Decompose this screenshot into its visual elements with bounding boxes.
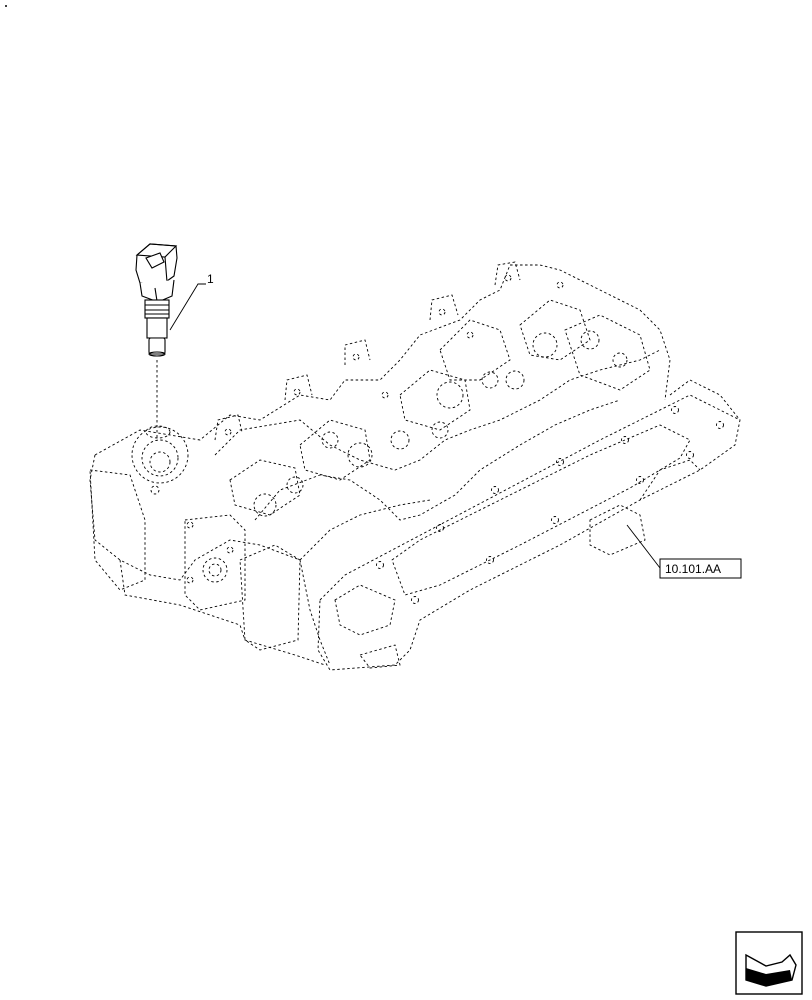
bore-4 bbox=[436, 381, 464, 409]
bore-9 bbox=[253, 493, 277, 517]
nav-icon-arrow-fill bbox=[746, 968, 792, 986]
side-port-inner bbox=[208, 563, 222, 577]
sensor-probe bbox=[146, 317, 168, 339]
sensor-connector-socket bbox=[145, 252, 165, 269]
lug-hole-10 bbox=[186, 521, 194, 529]
sensor-port-mid bbox=[141, 439, 179, 477]
cylinder-head-drawing bbox=[89, 261, 741, 671]
lug-hole-4 bbox=[293, 388, 301, 396]
bore-7 bbox=[390, 430, 410, 450]
lug-hole-3 bbox=[352, 353, 360, 361]
sensor-port-outer bbox=[131, 426, 189, 484]
callout-leader-1 bbox=[169, 283, 206, 331]
bore-11 bbox=[431, 421, 449, 439]
cam-tower-5 bbox=[299, 419, 371, 481]
head-side-pad bbox=[239, 544, 301, 651]
callout-label-1: 1 bbox=[207, 272, 214, 286]
head-front-face bbox=[89, 454, 331, 666]
head-lug-3 bbox=[344, 339, 371, 365]
head-base-flange bbox=[317, 394, 741, 671]
head-front-pad bbox=[89, 469, 146, 591]
head-top-edge bbox=[94, 264, 671, 456]
bore-1 bbox=[532, 332, 558, 358]
flange-cutout-2 bbox=[359, 644, 401, 669]
cam-tower-4 bbox=[399, 369, 471, 431]
lug-hole-7 bbox=[556, 281, 564, 289]
head-side-block bbox=[184, 514, 246, 611]
head-lug-4 bbox=[284, 374, 313, 401]
head-valley-2 bbox=[254, 399, 621, 521]
head-lug-1 bbox=[494, 261, 521, 286]
flange-hole-3 bbox=[686, 451, 694, 459]
flange-hole-8 bbox=[376, 561, 384, 569]
head-valley-3 bbox=[299, 499, 431, 561]
reference-label[interactable]: 10.101.AA bbox=[665, 562, 721, 576]
bore-2 bbox=[580, 330, 600, 350]
flange-right-ear bbox=[669, 379, 741, 421]
lug-hole-1 bbox=[504, 274, 512, 282]
cam-tower-6 bbox=[229, 459, 301, 516]
flange-hole-7 bbox=[436, 524, 444, 532]
bore-8 bbox=[321, 431, 339, 449]
reference-leader bbox=[626, 524, 661, 569]
bore-12 bbox=[612, 352, 628, 368]
flange-lower-boss bbox=[589, 504, 646, 556]
lug-hole-6 bbox=[466, 331, 474, 339]
sensor-connector-latch bbox=[164, 256, 168, 283]
sensor-hex-edge bbox=[154, 287, 158, 302]
head-lug-5 bbox=[214, 414, 243, 441]
lug-hole-12 bbox=[186, 576, 194, 584]
lug-hole-8 bbox=[381, 391, 389, 399]
temperature-sensor-part bbox=[135, 243, 178, 357]
lug-hole-2 bbox=[438, 308, 446, 316]
flange-right-body bbox=[639, 459, 701, 501]
head-valley-1 bbox=[214, 349, 661, 471]
corner-dot bbox=[5, 5, 7, 7]
reference-box[interactable] bbox=[659, 558, 742, 579]
flange-hole-1 bbox=[671, 406, 679, 414]
sensor-port-inner bbox=[149, 451, 171, 473]
cam-tower-3 bbox=[564, 314, 651, 391]
flange-cutout-1 bbox=[334, 584, 396, 636]
bore-3 bbox=[505, 370, 525, 390]
cam-tower-1 bbox=[439, 319, 511, 381]
lug-hole-5 bbox=[224, 428, 232, 436]
flange-hole-11 bbox=[411, 596, 419, 604]
lug-hole-9 bbox=[150, 485, 160, 495]
flange-hole-12 bbox=[636, 476, 644, 484]
lug-hole-11 bbox=[226, 546, 234, 554]
bore-6 bbox=[347, 442, 373, 468]
side-port bbox=[202, 557, 228, 583]
cam-tower-2 bbox=[519, 299, 591, 361]
sensor-port-rim bbox=[145, 425, 171, 439]
flange-hole-10 bbox=[486, 556, 494, 564]
head-left-lower bbox=[119, 559, 326, 666]
sensor-body bbox=[144, 299, 170, 319]
flange-hole-9 bbox=[551, 516, 559, 524]
flange-hole-4 bbox=[621, 436, 629, 444]
sensor-probe-end bbox=[148, 351, 166, 357]
flange-hole-6 bbox=[491, 486, 499, 494]
bore-10 bbox=[286, 476, 304, 494]
head-lug-2 bbox=[429, 294, 459, 321]
head-bores bbox=[131, 274, 724, 604]
bore-5 bbox=[481, 371, 499, 389]
head-flange-opening bbox=[391, 424, 691, 596]
flange-hole-5 bbox=[556, 458, 564, 466]
sensor-probe-tip bbox=[148, 337, 166, 355]
flange-hole-2 bbox=[716, 421, 724, 429]
arrow-next-page-icon[interactable] bbox=[735, 931, 803, 995]
